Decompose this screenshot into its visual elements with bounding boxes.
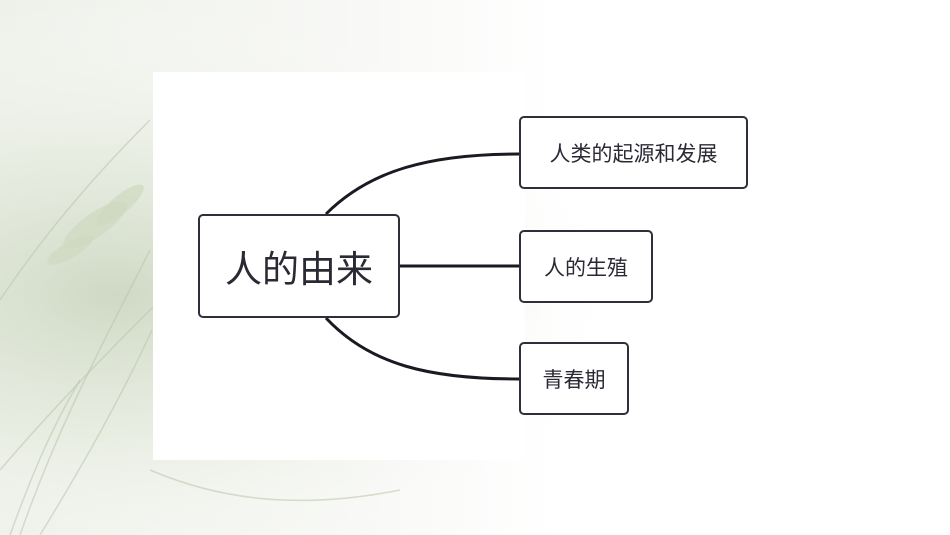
connector-line-1 [324, 152, 520, 216]
child-node-label: 人的生殖 [544, 255, 628, 280]
child-node-origin: 人类的起源和发展 [519, 116, 748, 189]
child-node-puberty: 青春期 [519, 342, 629, 415]
child-node-label: 青春期 [542, 367, 606, 392]
child-node-reproduction: 人的生殖 [519, 230, 653, 303]
child-node-label: 人类的起源和发展 [549, 141, 718, 166]
root-node-label: 人的由来 [225, 248, 373, 291]
connector-line-3 [324, 316, 520, 381]
root-node: 人的由来 [198, 214, 400, 318]
